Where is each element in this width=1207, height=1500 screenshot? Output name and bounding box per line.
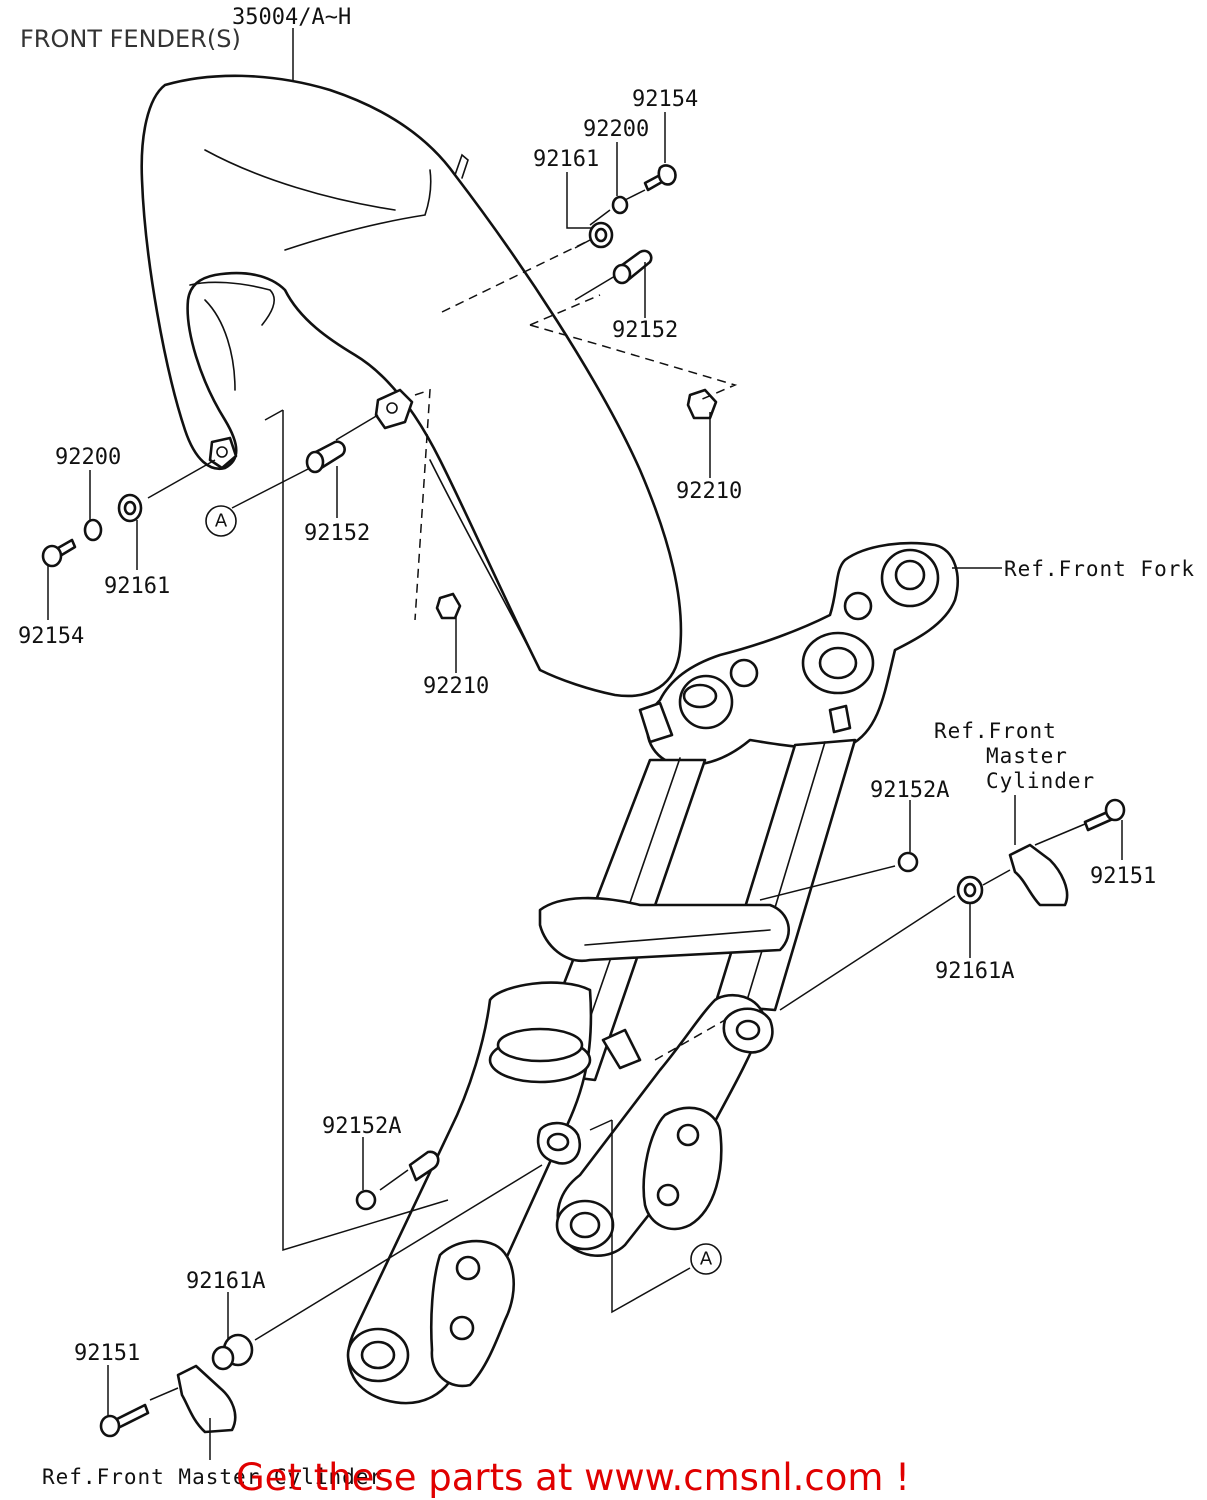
part-label-92161-left: 92161 [104, 574, 170, 599]
front-fork [346, 541, 959, 1405]
label-leaders [47, 28, 1123, 1460]
callout-a-left: A [205, 505, 237, 537]
ref-master-cylinder-line1: Ref.Front [934, 719, 1057, 743]
part-label-92152-upper: 92152 [612, 318, 678, 343]
part-label-92210-upper: 92210 [676, 479, 742, 504]
ref-front-fork: Ref.Front Fork [1004, 557, 1195, 581]
diagram-title: FRONT FENDER(S) [20, 25, 241, 53]
promo-link-text[interactable]: Get these parts at www.cmsnl.com ! [236, 1456, 910, 1499]
part-label-92152a-lower: 92152A [322, 1114, 401, 1139]
part-label-92200-upper: 92200 [583, 117, 649, 142]
reference-labels: Ref.Front Fork Ref.Front Master Cylinder… [42, 557, 1195, 1489]
callout-a-right-label: A [700, 1249, 713, 1270]
ref-master-cylinder-bottom: Ref.Front Master Cylinder [42, 1465, 383, 1489]
part-label-92210-lower: 92210 [423, 674, 489, 699]
part-label-92152-left: 92152 [304, 521, 370, 546]
ref-master-cylinder-line3: Cylinder [986, 769, 1095, 793]
part-labels: 35004/A~H 92154 92200 92161 92152 92210 … [18, 5, 1156, 1366]
hardware [41, 164, 1126, 1438]
part-label-92161a-lower: 92161A [186, 1269, 265, 1294]
part-label-92151-lower: 92151 [74, 1341, 140, 1366]
ref-master-cylinder-line2: Master [986, 744, 1068, 768]
part-label-92152a-right: 92152A [870, 778, 949, 803]
part-label-92161-upper: 92161 [533, 147, 599, 172]
assembly-lines [147, 189, 1086, 1401]
front-fender [140, 74, 683, 698]
part-label-92154-upper: 92154 [632, 87, 698, 112]
part-label-92161a-right: 92161A [935, 959, 1014, 984]
part-label-92151-right: 92151 [1090, 864, 1156, 889]
callout-a-left-label: A [215, 511, 228, 532]
part-label-92200-left: 92200 [55, 445, 121, 470]
assembly-number-label: 35004/A~H [232, 5, 351, 30]
part-label-92154-left: 92154 [18, 624, 84, 649]
callout-a-right: A [690, 1243, 722, 1275]
